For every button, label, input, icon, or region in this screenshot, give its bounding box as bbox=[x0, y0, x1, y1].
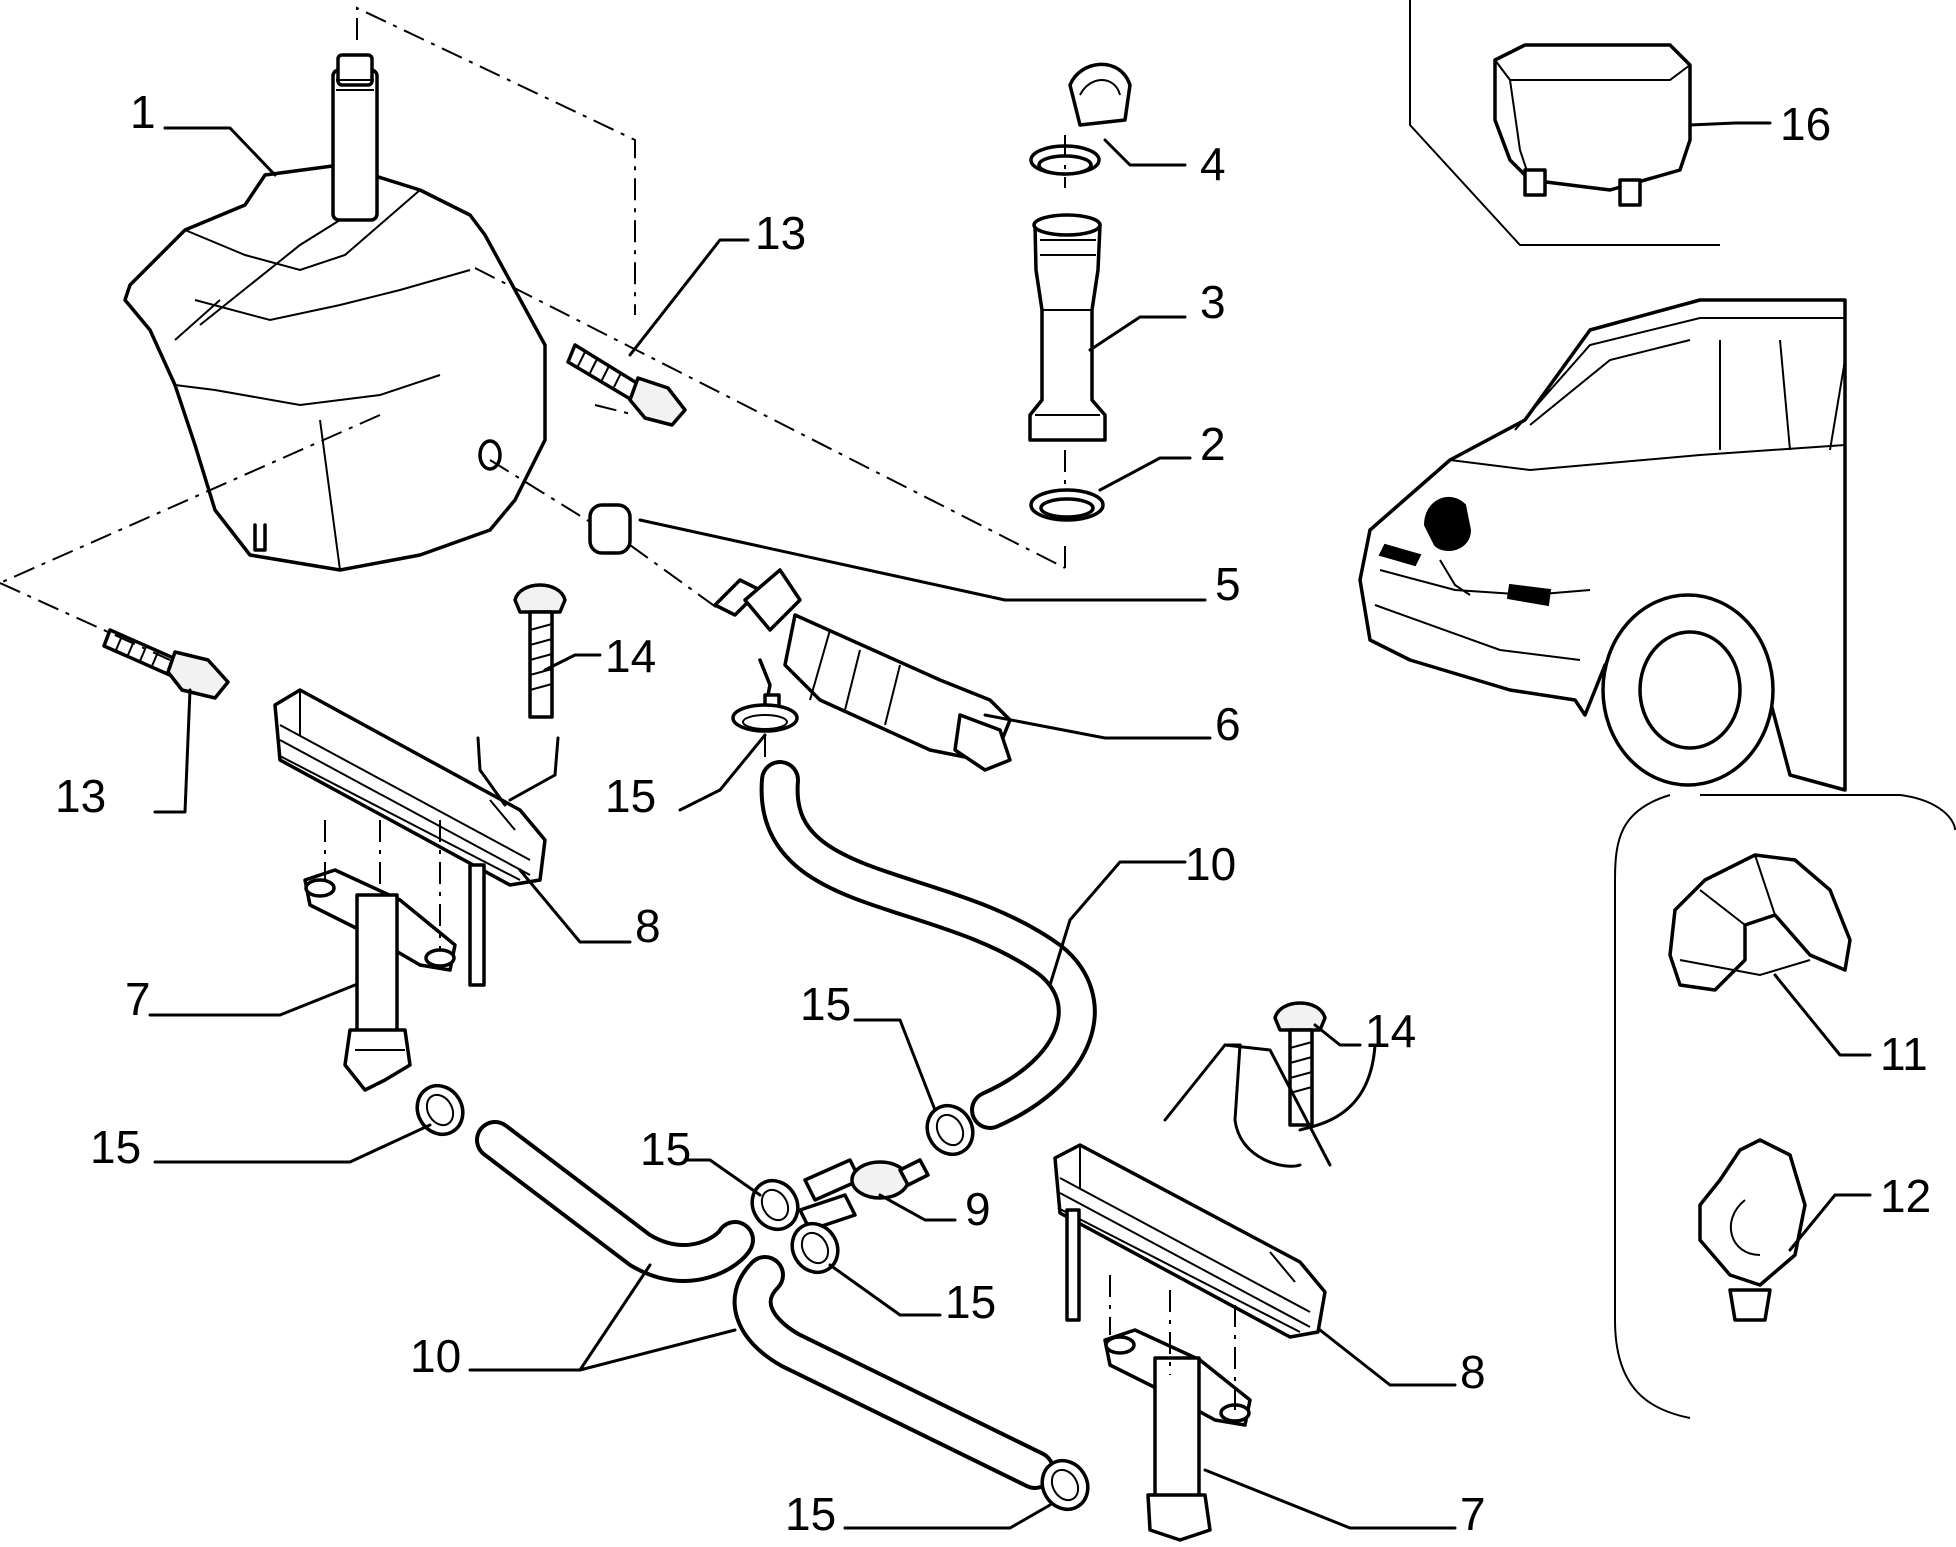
callout-15-left: 15 bbox=[90, 1121, 141, 1173]
bolt-13-lower bbox=[102, 628, 230, 700]
callout-10-upper: 10 bbox=[1185, 838, 1236, 890]
assembly-lines bbox=[0, 6, 1236, 1410]
hose-clip-11 bbox=[1668, 853, 1852, 992]
callout-8-left: 8 bbox=[635, 900, 661, 952]
callout-3: 3 bbox=[1200, 276, 1226, 328]
callout-15-bottom: 15 bbox=[785, 1488, 836, 1540]
callout-15-tee-upper: 15 bbox=[640, 1123, 691, 1175]
callout-2: 2 bbox=[1200, 418, 1226, 470]
callout-8-right: 8 bbox=[1460, 1346, 1486, 1398]
callout-15-tee-lower: 15 bbox=[945, 1276, 996, 1328]
hose-clip-12 bbox=[1698, 1138, 1807, 1322]
callout-5: 5 bbox=[1215, 558, 1241, 610]
washer-nozzle-left bbox=[303, 868, 457, 1092]
callout-4: 4 bbox=[1200, 138, 1226, 190]
hose-clamp bbox=[1040, 1458, 1090, 1512]
bolt-13-upper bbox=[566, 343, 687, 427]
callout-9: 9 bbox=[965, 1183, 991, 1235]
hose-clamp bbox=[415, 1083, 465, 1137]
callout-13-lower: 13 bbox=[55, 770, 106, 822]
callout-13-upper: 13 bbox=[755, 207, 806, 259]
washer-jet-right bbox=[1053, 1143, 1327, 1339]
callout-11: 11 bbox=[1880, 1028, 1928, 1080]
callout-10-lower: 10 bbox=[410, 1330, 461, 1382]
callout-12: 12 bbox=[1880, 1170, 1931, 1222]
callout-7-right: 7 bbox=[1460, 1488, 1486, 1540]
hose-clamp bbox=[790, 1221, 840, 1275]
bolt-14-left bbox=[513, 583, 567, 719]
hose-tee-to-left-nozzle bbox=[475, 1120, 755, 1283]
washer-reservoir bbox=[123, 53, 547, 572]
callout-16: 16 bbox=[1780, 98, 1831, 150]
relay-module bbox=[1493, 43, 1692, 207]
leader-lines bbox=[148, 121, 1872, 1530]
tee-connector bbox=[798, 1158, 930, 1232]
hose-pump-to-tee bbox=[759, 760, 1097, 1130]
callout-1: 1 bbox=[130, 86, 156, 138]
callout-14-right: 14 bbox=[1365, 1005, 1416, 1057]
callout-14-left: 14 bbox=[605, 630, 656, 682]
callout-6: 6 bbox=[1215, 698, 1241, 750]
hose-clamp bbox=[731, 703, 799, 733]
clip-inset-frame bbox=[1614, 794, 1956, 1419]
vehicle-location-view bbox=[1358, 298, 1847, 792]
callout-15-top: 15 bbox=[605, 770, 656, 822]
callout-7-left: 7 bbox=[125, 973, 151, 1025]
hose-clamp bbox=[750, 1178, 800, 1232]
washer-nozzle-right bbox=[1103, 1328, 1252, 1542]
filler-neck-assembly bbox=[1028, 62, 1132, 522]
callout-15-mid-right: 15 bbox=[800, 978, 851, 1030]
callout-numbers: 1 13 13 4 3 2 5 6 14 15 8 10 7 15 14 15 … bbox=[55, 86, 1931, 1540]
washer-jet-left bbox=[273, 688, 547, 987]
relay-inset-frame bbox=[1409, 0, 1720, 246]
hose-tee-to-right-nozzle bbox=[732, 1255, 1055, 1490]
hose-clamp bbox=[925, 1103, 975, 1157]
